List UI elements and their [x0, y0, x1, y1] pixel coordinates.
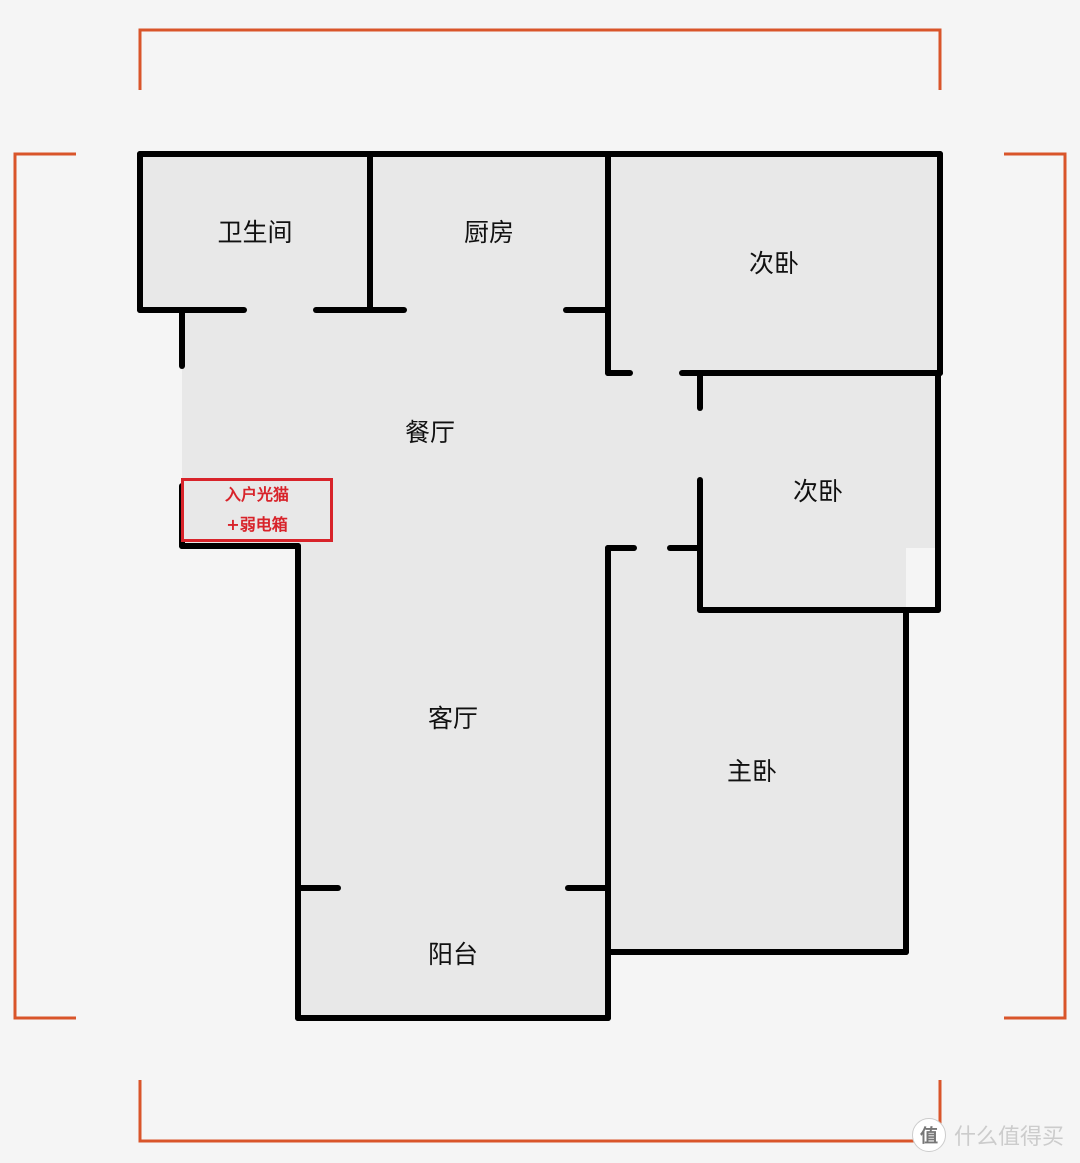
watermark-text: 什么值得买 — [954, 1125, 1065, 1150]
room-label-master-bedroom: 主卧 — [727, 757, 777, 786]
room-label-living: 客厅 — [428, 704, 478, 733]
walls — [137, 151, 943, 1021]
room-label-balcony: 阳台 — [428, 940, 478, 969]
annotation-line-1: 入户光猫 — [224, 485, 289, 504]
floor-areas — [140, 155, 940, 1018]
watermark: 值 什么值得买 — [912, 1118, 1064, 1152]
room-label-second-bedroom-mid: 次卧 — [793, 477, 843, 506]
room-label-second-bedroom-top: 次卧 — [749, 249, 799, 278]
room-label-bathroom: 卫生间 — [217, 218, 292, 247]
network-box-annotation: 入户光猫 +弱电箱 — [181, 478, 333, 542]
room-label-dining: 餐厅 — [405, 418, 455, 447]
watermark-logo-icon: 值 — [912, 1118, 946, 1152]
annotation-line-2: +弱电箱 — [226, 515, 288, 534]
room-label-kitchen: 厨房 — [464, 218, 514, 247]
frame-brackets — [13, 28, 1067, 1143]
